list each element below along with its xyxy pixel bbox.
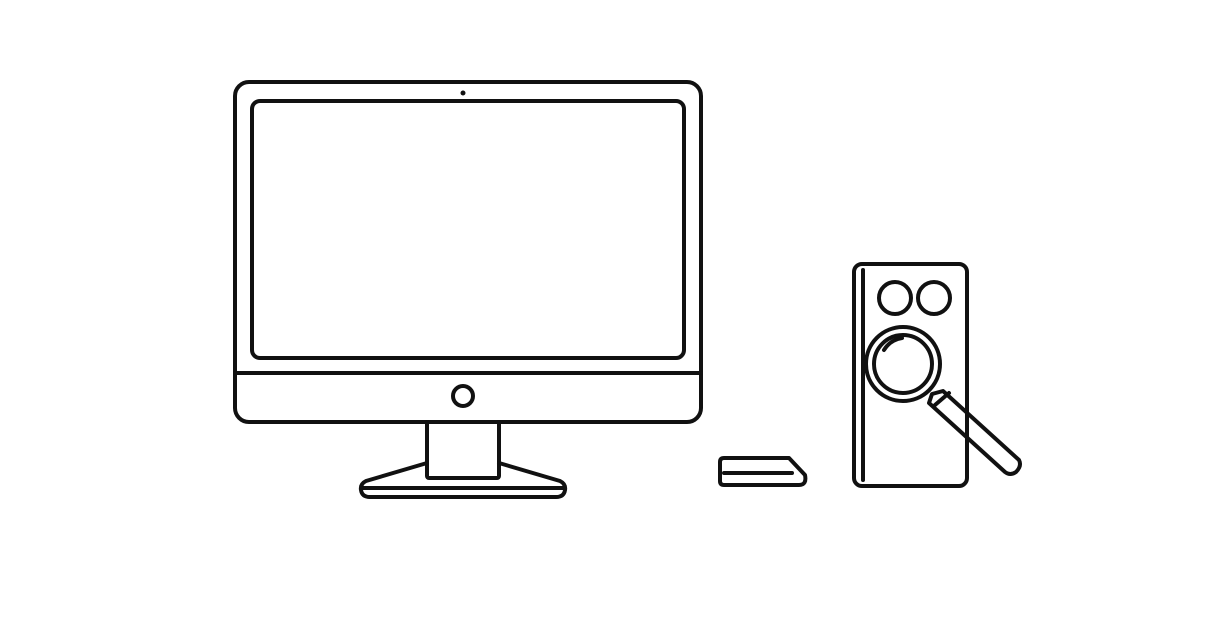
power-button-icon [451,384,475,408]
desktop-monitor-icon [233,80,703,499]
magnifier-glare [882,336,904,352]
speaker-device-icon [852,262,969,488]
speaker-body [852,262,969,488]
magnifier-lens-inner [872,333,934,395]
usb-flash-drive-icon [718,456,808,487]
magnifier-lens-outer [864,325,942,403]
magnifier-handle [927,389,1022,476]
monitor-stand-base [358,461,568,499]
webcam-dot-icon [460,90,466,96]
usb-drive-body [718,456,808,487]
monitor-stand-neck [425,420,501,480]
monitor-screen [250,99,686,360]
speaker-left-driver [877,280,913,316]
speaker-right-driver [916,280,952,316]
magnifier-handle-collar [933,391,951,407]
magnifying-glass-icon [864,325,1022,476]
